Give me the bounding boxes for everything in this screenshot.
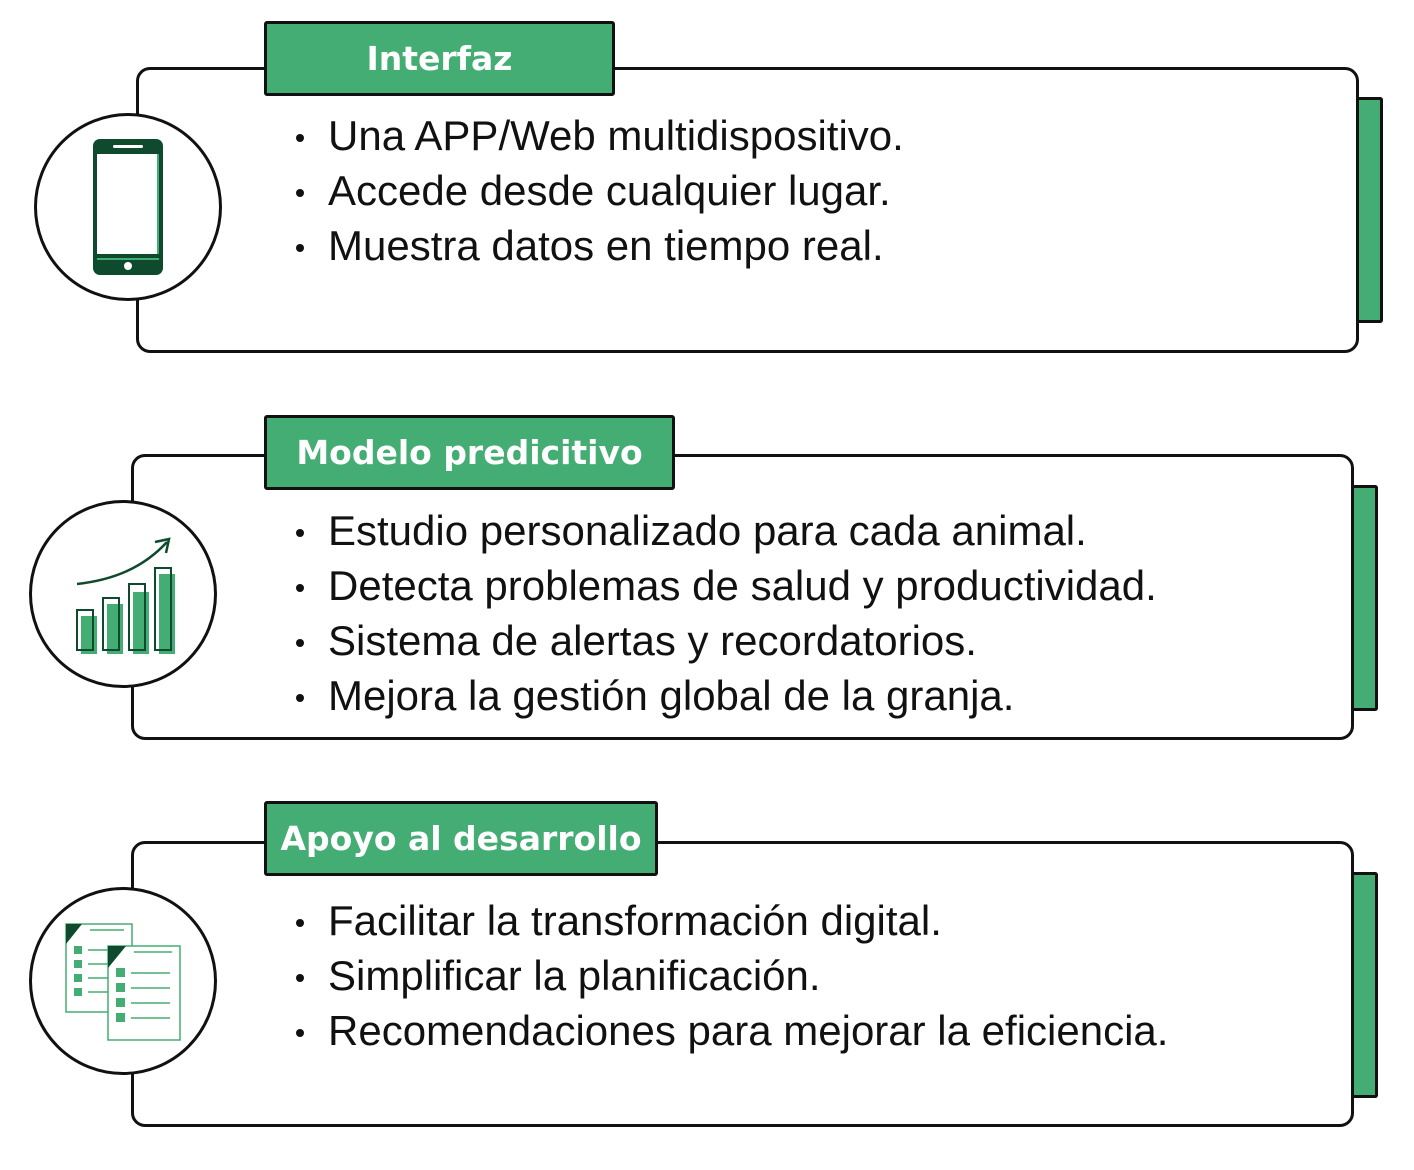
card-title: Interfaz xyxy=(264,21,615,96)
smartphone-icon xyxy=(34,113,222,301)
list-item: Facilitar la transformación digital. xyxy=(290,893,1168,948)
list-item: Una APP/Web multidispositivo. xyxy=(290,108,904,163)
card-title: Apoyo al desarrollo xyxy=(264,801,658,876)
list-item: Recomendaciones para mejorar la eficienc… xyxy=(290,1003,1168,1058)
card-box xyxy=(136,67,1359,353)
card-side-tab xyxy=(1350,485,1378,711)
card-box xyxy=(131,841,1354,1127)
list-item: Mejora la gestión global de la granja. xyxy=(290,668,1157,723)
list-item: Estudio personalizado para cada animal. xyxy=(290,503,1157,558)
growth-bar-chart-icon xyxy=(29,500,217,688)
card-side-tab xyxy=(1355,97,1383,323)
card-title: Modelo predicitivo xyxy=(264,415,675,490)
card-side-tab xyxy=(1350,872,1378,1098)
list-item: Accede desde cualquier lugar. xyxy=(290,163,904,218)
checklist-documents-icon xyxy=(29,887,217,1075)
bullet-list: Facilitar la transformación digital. Sim… xyxy=(290,893,1168,1058)
list-item: Muestra datos en tiempo real. xyxy=(290,218,904,273)
list-item: Sistema de alertas y recordatorios. xyxy=(290,613,1157,668)
bullet-list: Una APP/Web multidispositivo. Accede des… xyxy=(290,108,904,273)
list-item: Simplificar la planificación. xyxy=(290,948,1168,1003)
bullet-list: Estudio personalizado para cada animal. … xyxy=(290,503,1157,723)
list-item: Detecta problemas de salud y productivid… xyxy=(290,558,1157,613)
